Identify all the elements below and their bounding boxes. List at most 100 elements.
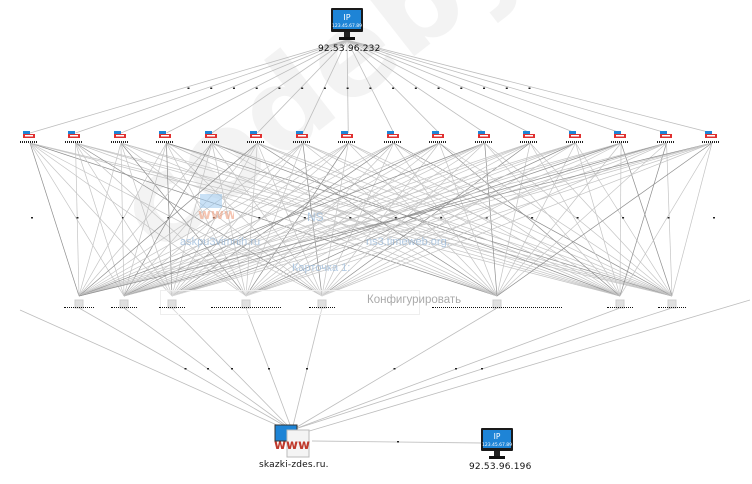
ip-monitor-icon: IP 123.45.67.89: [481, 428, 513, 459]
edge-middle-to-bottom: [166, 142, 498, 297]
document-node[interactable]: [167, 294, 177, 309]
edge-middle-to-bottom: [245, 142, 576, 297]
node-label-placeholder: [309, 307, 335, 308]
edge-middle-to-bottom: [245, 142, 258, 297]
node-label-placeholder: [607, 307, 633, 308]
document-node[interactable]: [74, 294, 84, 309]
edge-top-to-middle: [346, 39, 485, 134]
server-node[interactable]: [474, 130, 495, 144]
edge-label-marker: [713, 217, 715, 219]
document-node[interactable]: [615, 294, 625, 309]
server-router-icon: [383, 131, 402, 143]
document-node[interactable]: [667, 294, 677, 309]
edge-middle-to-bottom: [245, 142, 713, 297]
document-node[interactable]: [492, 294, 502, 309]
edge-label-marker: [187, 87, 190, 89]
edge-middle-to-bottom: [75, 142, 498, 297]
server-node[interactable]: [110, 130, 131, 144]
edge-top-to-middle: [346, 39, 531, 134]
edge-middle-to-bottom: [78, 142, 713, 297]
edge-middle-to-bottom: [29, 142, 247, 297]
server-node[interactable]: [156, 130, 176, 144]
edge-middle-to-bottom: [302, 142, 498, 297]
edge-label-marker: [505, 87, 508, 89]
edge-middle-to-bottom: [29, 142, 498, 297]
server-node[interactable]: [429, 130, 449, 144]
edge-middle-to-bottom: [321, 142, 395, 297]
edge-label-marker: [393, 368, 396, 370]
server-node[interactable]: [292, 130, 313, 144]
configure-box: [160, 290, 420, 315]
server-router-icon: [156, 131, 175, 143]
edge-middle-to-bottom: [438, 142, 498, 297]
svg-text:IP: IP: [343, 13, 350, 22]
edge-label-marker: [346, 87, 349, 89]
document-node-icon: [167, 299, 177, 309]
www-site-icon: www: [274, 424, 310, 458]
edge-middle-to-bottom: [496, 142, 713, 297]
svg-text:123.45.67.89: 123.45.67.89: [482, 442, 512, 448]
edge-top-to-middle: [166, 39, 348, 134]
edge-middle-to-bottom: [302, 142, 673, 297]
edge-middle-to-bottom: [78, 142, 349, 297]
edge-label-marker: [437, 87, 440, 89]
edge-middle-to-bottom: [75, 142, 173, 297]
server-router-icon: [292, 131, 311, 143]
edge-label-marker: [485, 217, 488, 219]
server-router-icon: [65, 131, 84, 143]
edge-middle-to-bottom: [78, 142, 622, 297]
edge-label-marker: [349, 217, 352, 219]
edge-label-marker: [667, 217, 670, 219]
right-ip-node[interactable]: IP 123.45.67.89: [480, 427, 514, 465]
edge-middle-to-bottom: [257, 142, 498, 297]
edge-middle-to-bottom: [120, 142, 173, 297]
edge-middle-to-bottom: [348, 142, 498, 297]
edge-top-to-middle: [346, 39, 622, 134]
edge-label-marker: [460, 87, 463, 89]
node-label-placeholder: [658, 307, 686, 308]
edge-label-marker: [394, 217, 397, 219]
edge-middle-to-bottom: [166, 142, 173, 297]
edge-label-marker: [167, 217, 170, 219]
edge-middle-to-bottom: [393, 142, 673, 297]
svg-text:123.45.67.89: 123.45.67.89: [332, 23, 362, 29]
edge-middle-to-bottom: [171, 142, 213, 297]
server-node[interactable]: [520, 130, 540, 144]
edge-middle-to-bottom: [75, 142, 621, 297]
document-node[interactable]: [119, 294, 129, 309]
server-node[interactable]: [65, 130, 85, 144]
server-node[interactable]: [201, 130, 222, 144]
edge-middle-to-bottom: [171, 142, 394, 297]
right-ip-label: 92.53.96.196: [469, 462, 532, 472]
server-node[interactable]: [611, 130, 631, 144]
edge-middle-to-bottom: [321, 142, 576, 297]
edge-middle-to-bottom: [211, 142, 247, 297]
edge-top-to-middle: [29, 39, 348, 134]
edge-top-to-middle: [211, 39, 348, 134]
edge-middle-to-bottom: [78, 142, 485, 297]
server-node[interactable]: [702, 130, 722, 144]
edge-middle-to-bottom: [496, 142, 531, 297]
server-node[interactable]: [338, 130, 358, 144]
edge-middle-to-bottom: [619, 142, 667, 297]
edge-middle-to-bottom: [484, 142, 621, 297]
edge-label-marker: [268, 368, 270, 370]
document-node-icon: [241, 299, 251, 309]
server-node[interactable]: [565, 130, 586, 144]
document-node[interactable]: [317, 294, 327, 309]
top-ip-node[interactable]: IP 123.45.67.89: [330, 6, 364, 46]
edge-top-to-middle: [346, 39, 713, 134]
server-node[interactable]: [383, 130, 404, 144]
site-node[interactable]: www: [273, 424, 313, 462]
server-router-icon: [656, 131, 675, 143]
edge-middle-to-bottom: [75, 142, 80, 297]
site-label: skazki-zdes.ru.: [259, 460, 329, 470]
configure-button[interactable]: Конфигурировать: [367, 294, 462, 306]
server-node[interactable]: [656, 130, 677, 144]
server-node[interactable]: [247, 130, 267, 144]
document-node[interactable]: [241, 294, 251, 309]
edge-label-marker: [232, 87, 235, 89]
edge-label-marker: [528, 87, 531, 89]
server-node[interactable]: [20, 130, 40, 144]
